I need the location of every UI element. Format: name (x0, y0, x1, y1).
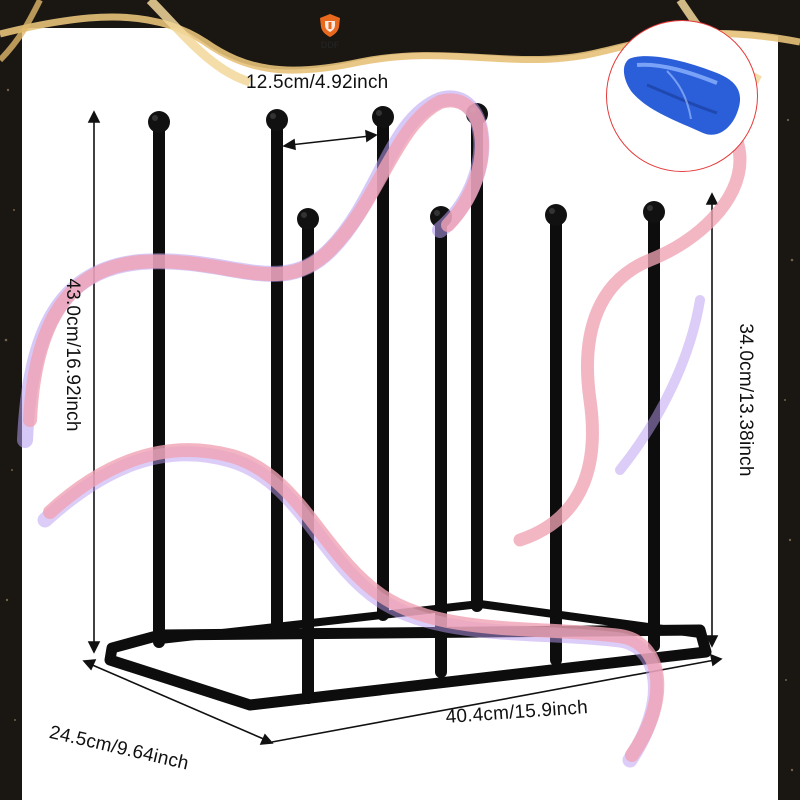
short-post-height-label: 34.0cm/13.38inch (735, 323, 756, 477)
inset-storage-bag (606, 20, 758, 172)
shield-crest-icon (320, 14, 340, 37)
overall-height-label: 43.0cm/16.92inch (62, 278, 83, 432)
storage-bag-image (623, 56, 741, 135)
depth-arrow (89, 663, 267, 741)
length-arrow (271, 659, 716, 743)
brand-name: DDF (320, 40, 340, 50)
brand-logo: DDF (300, 12, 360, 50)
post-spacing-label: 12.5cm/4.92inch (246, 72, 389, 93)
spacing-arrow (289, 135, 371, 146)
